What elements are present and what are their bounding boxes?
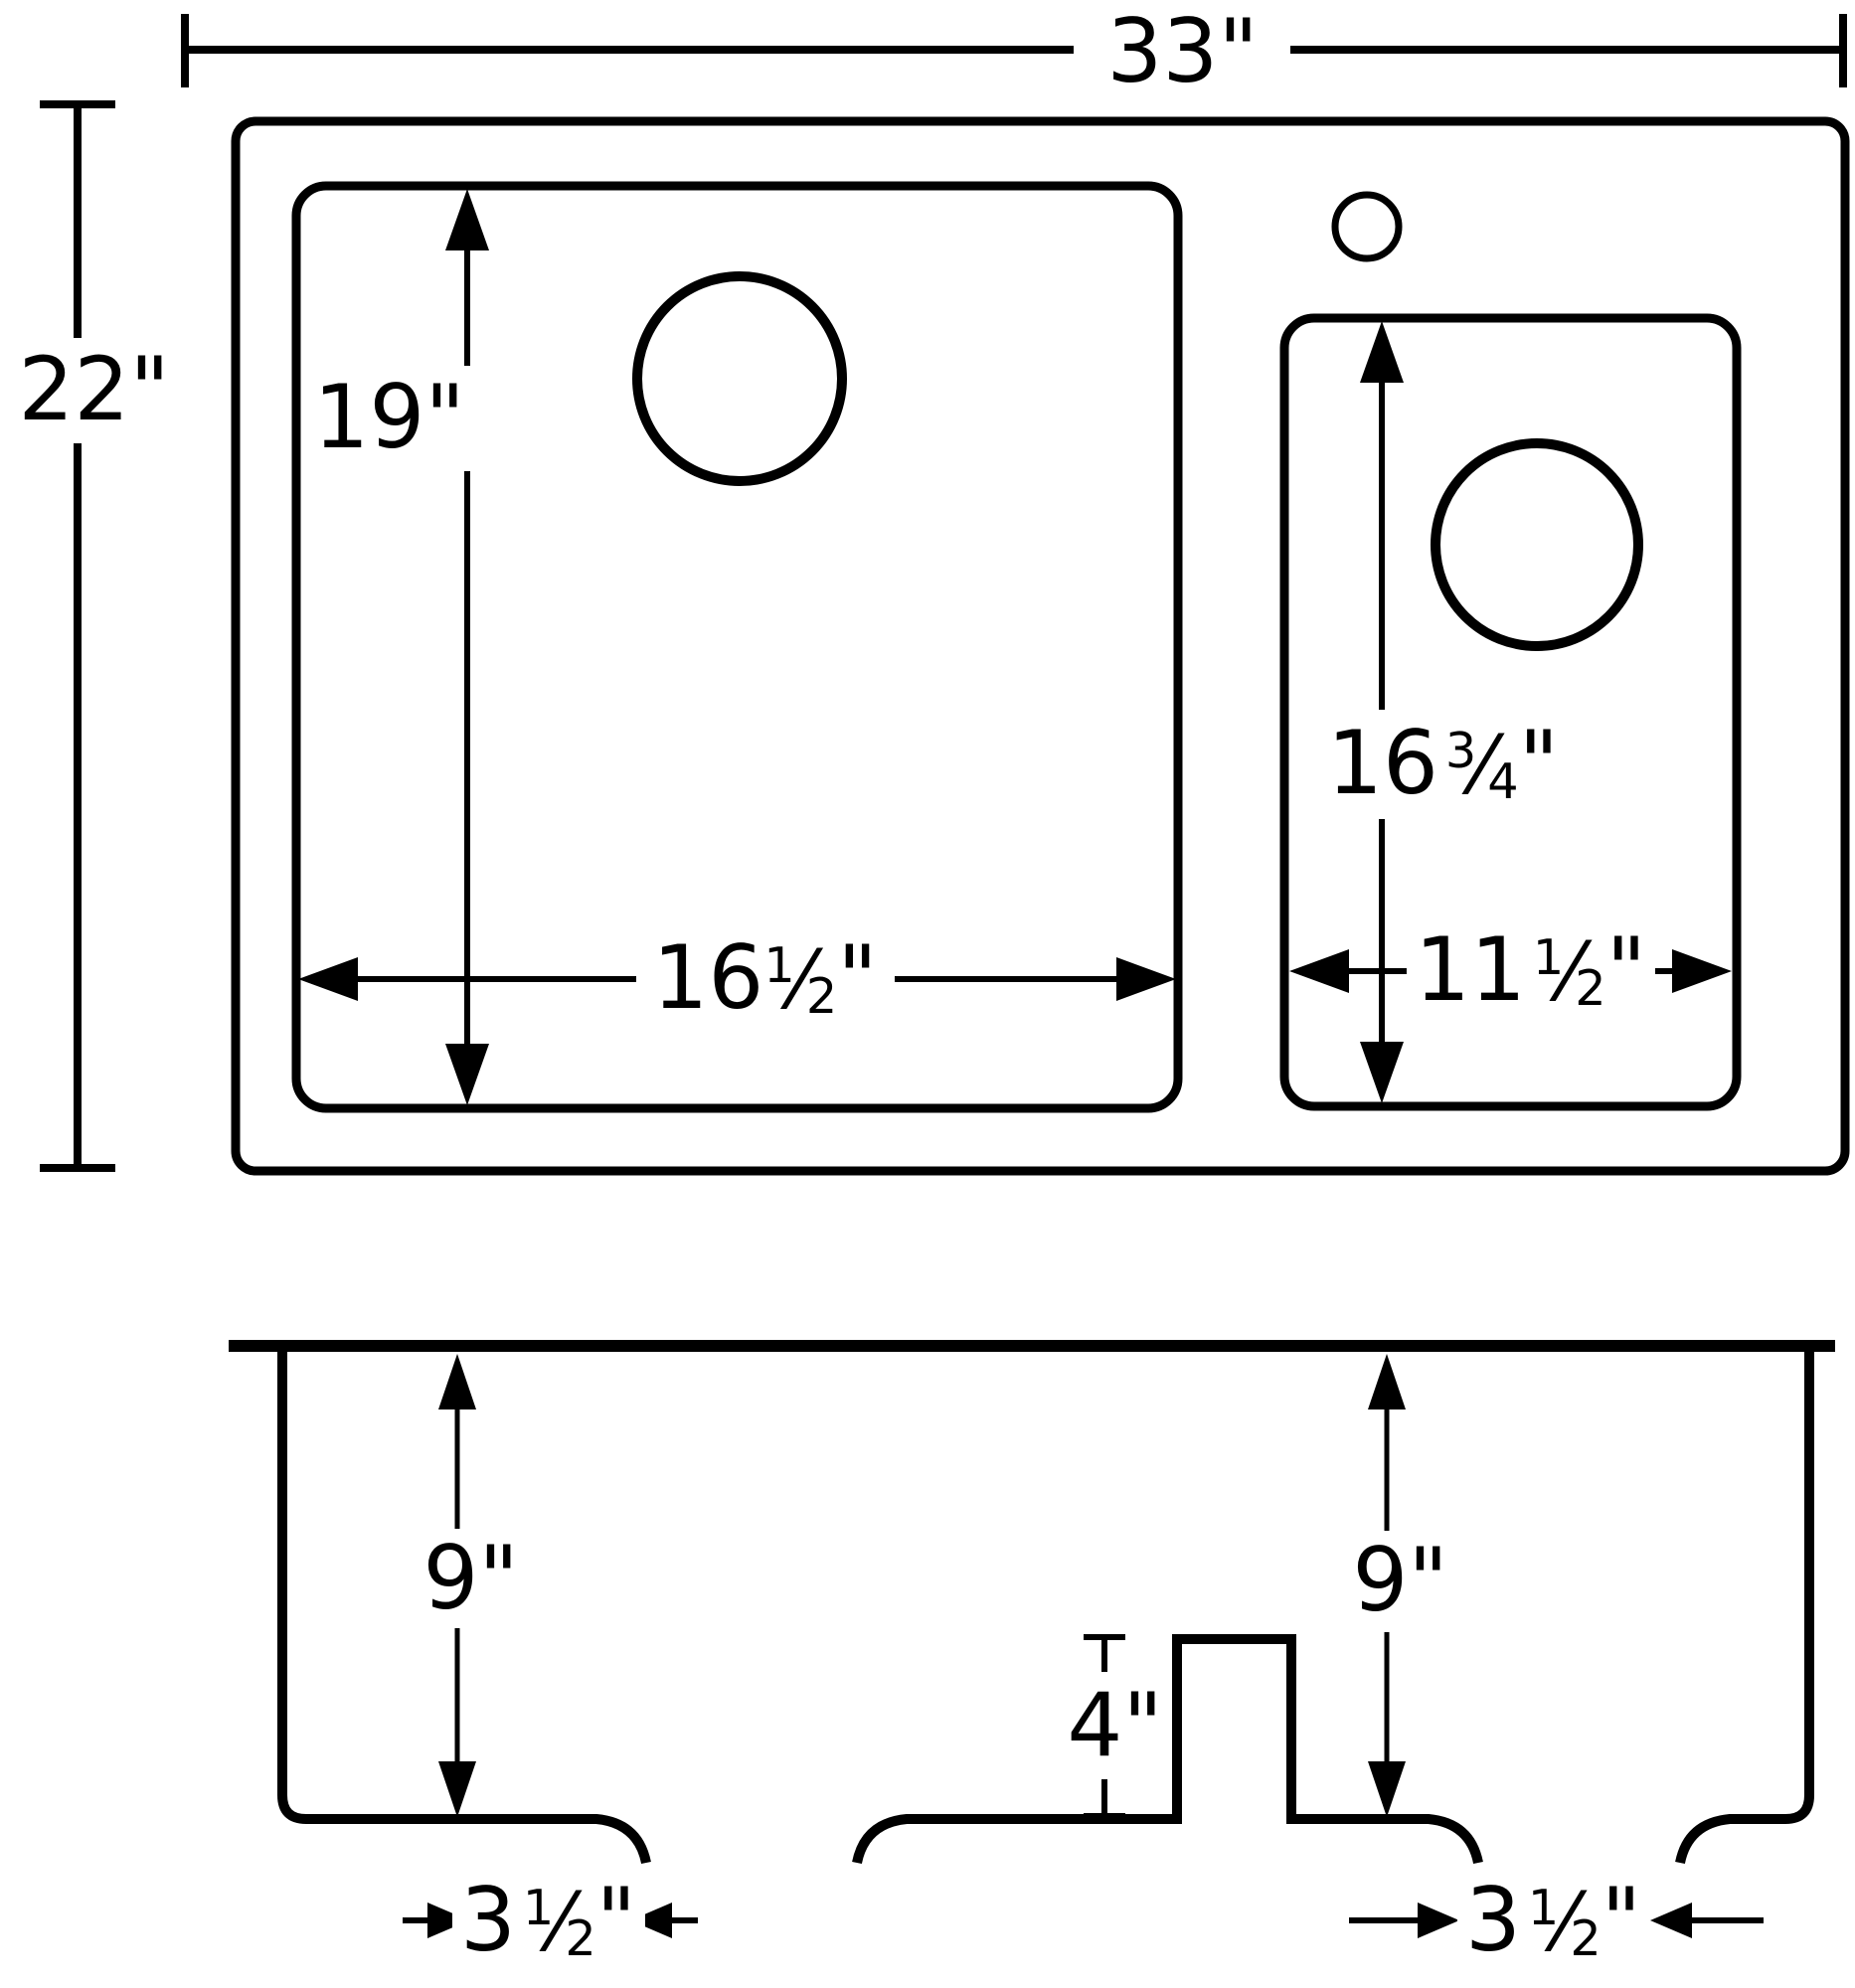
front-view-right-profile xyxy=(1675,1351,1814,1865)
left-bowl-depth-label: 9" xyxy=(415,1533,528,1624)
fraction-denominator: 2 xyxy=(565,1908,596,1967)
arrowhead-left xyxy=(1650,1903,1692,1938)
dim-value: 4 xyxy=(1067,1674,1123,1776)
arrowhead-up xyxy=(1360,321,1404,383)
inch-mark: " xyxy=(837,926,879,1029)
small-bowl-width-dimension xyxy=(1289,949,1732,993)
inch-mark: " xyxy=(1122,1674,1164,1776)
front-view-center-profile-with-divider xyxy=(852,1634,1483,1865)
arrowhead-up xyxy=(1368,1354,1406,1409)
fraction-numerator: 3 xyxy=(1444,722,1477,780)
dim-value: 3 xyxy=(459,1869,516,1971)
divider-height-dimension xyxy=(1084,1634,1125,1819)
dim-value: 16 xyxy=(1326,712,1438,814)
large-bowl-drain-circle xyxy=(632,271,847,486)
fraction-denominator: 4 xyxy=(1487,751,1519,810)
arrowhead-right xyxy=(1672,949,1732,993)
arrowhead-down xyxy=(1360,1042,1404,1103)
arrowhead-left xyxy=(1289,949,1349,993)
inch-mark: " xyxy=(478,1527,520,1629)
right-drain-dimension xyxy=(1349,1903,1764,1938)
fraction-slash: ⁄ xyxy=(1559,1877,1573,1970)
small-bowl-outline xyxy=(1279,313,1742,1111)
dim-value: 33 xyxy=(1106,0,1219,102)
large-bowl-width-label: 161⁄2" xyxy=(644,932,887,1025)
overall-width-dimension xyxy=(181,14,1847,87)
fraction-numerator: 1 xyxy=(763,936,795,995)
dim-value: 22 xyxy=(18,338,130,440)
arrowhead-down xyxy=(1368,1761,1406,1817)
fraction-slash: ⁄ xyxy=(554,1877,568,1970)
arrowhead-right xyxy=(427,1903,469,1938)
inch-mark: " xyxy=(1605,918,1648,1021)
right-bowl-depth-dimension xyxy=(1368,1354,1406,1817)
large-bowl-depth-label: 19" xyxy=(305,372,474,463)
fraction-slash: ⁄ xyxy=(794,934,809,1028)
inch-mark: " xyxy=(129,338,171,440)
overall-depth-label: 22" xyxy=(10,344,179,435)
inch-mark: " xyxy=(1601,1869,1643,1971)
fraction-numerator: 1 xyxy=(522,1879,555,1937)
divider-height-label: 4" xyxy=(1059,1680,1172,1771)
dim-value: 3 xyxy=(1464,1869,1521,1971)
faucet-hole-circle xyxy=(1331,191,1403,262)
inch-mark: " xyxy=(1218,0,1260,102)
arrowhead-left xyxy=(630,1903,672,1938)
arrowhead-right xyxy=(1116,957,1176,1001)
left-bowl-depth-dimension xyxy=(438,1354,476,1817)
large-bowl-outline xyxy=(291,181,1183,1113)
inch-mark: " xyxy=(1518,712,1561,814)
fraction-denominator: 2 xyxy=(1575,958,1606,1017)
dim-value: 19 xyxy=(313,366,425,468)
small-bowl-depth-dimension xyxy=(1360,321,1404,1103)
dim-value: 11 xyxy=(1414,918,1526,1021)
sink-outer-rim-outline xyxy=(231,116,1850,1176)
dim-value: 16 xyxy=(652,926,764,1029)
small-bowl-drain-circle xyxy=(1431,438,1643,651)
arrowhead-left xyxy=(298,957,358,1001)
fraction-numerator: 1 xyxy=(1527,1879,1560,1937)
dim-value: 9 xyxy=(422,1527,479,1629)
right-bowl-depth-label: 9" xyxy=(1344,1535,1457,1626)
front-view-left-profile xyxy=(277,1351,651,1865)
arrowhead-up xyxy=(438,1354,476,1409)
fraction-denominator: 2 xyxy=(1570,1908,1602,1967)
overall-width-label: 33" xyxy=(1098,6,1267,97)
dim-value: 9 xyxy=(1352,1529,1409,1631)
fraction-numerator: 1 xyxy=(1532,928,1565,987)
arrowhead-right xyxy=(1418,1903,1459,1938)
overall-depth-dimension xyxy=(40,100,115,1172)
arrowhead-down xyxy=(438,1761,476,1817)
fraction-denominator: 2 xyxy=(805,966,838,1025)
left-drain-dimension xyxy=(403,1903,698,1938)
inch-mark: " xyxy=(595,1869,638,1971)
arrowhead-down xyxy=(445,1044,489,1105)
fraction-slash: ⁄ xyxy=(1564,926,1578,1020)
large-bowl-depth-dimension xyxy=(445,189,489,1105)
inch-mark: " xyxy=(1408,1529,1449,1631)
inch-mark: " xyxy=(424,366,466,468)
large-bowl-width-dimension xyxy=(298,957,1176,1001)
arrowhead-up xyxy=(445,189,489,250)
fraction-slash: ⁄ xyxy=(1476,720,1490,813)
